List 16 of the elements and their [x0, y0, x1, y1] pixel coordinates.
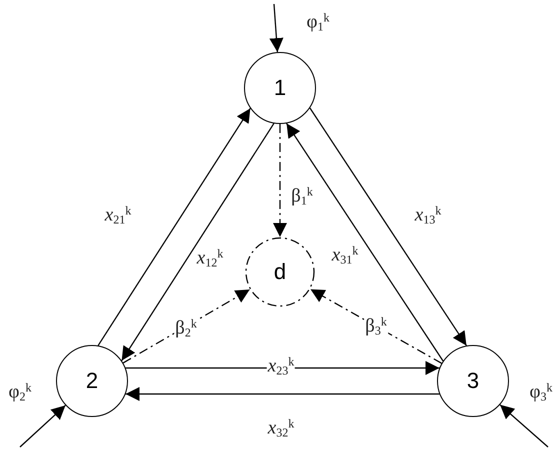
arrow — [309, 108, 467, 346]
node-label: 2 — [86, 370, 98, 392]
arrow — [121, 123, 274, 361]
arrow — [310, 288, 442, 364]
arrow — [500, 404, 548, 448]
arrow — [269, 4, 284, 52]
arrow — [98, 108, 251, 346]
node-label: 3 — [466, 370, 480, 392]
node-label: d — [274, 261, 286, 283]
node-label: 1 — [274, 77, 286, 99]
arrow — [122, 289, 250, 364]
arrow — [20, 404, 66, 448]
arrow — [273, 124, 287, 237]
arrow — [126, 361, 440, 375]
arrow — [126, 387, 440, 401]
arrow — [286, 123, 444, 362]
